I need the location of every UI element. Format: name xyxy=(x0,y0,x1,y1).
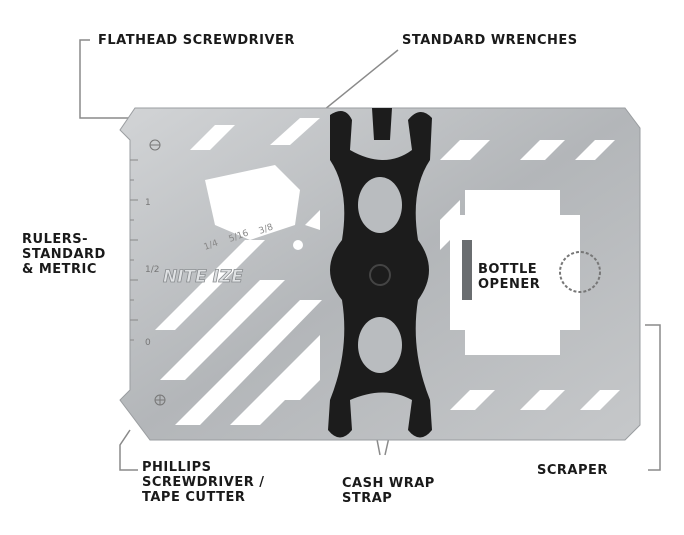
label-phillips-line1: PHILLIPS xyxy=(142,460,212,475)
label-rulers-line3: & METRIC xyxy=(22,262,97,277)
label-bottle-line1: BOTTLE xyxy=(478,262,538,277)
ruler-mark-0: 0 xyxy=(145,338,151,348)
label-cash-line2: STRAP xyxy=(342,491,393,506)
ruler-mark-half: 1/2 xyxy=(145,265,159,275)
label-phillips-screwdriver: PHILLIPS SCREWDRIVER / TAPE CUTTER xyxy=(142,460,265,505)
ruler-mark-1: 1 xyxy=(145,198,151,208)
ruler-ticks xyxy=(130,159,138,341)
bottle-opener-gear-icon xyxy=(559,251,601,293)
cash-wrap-strap xyxy=(328,108,432,438)
strap-openings xyxy=(358,177,402,373)
label-rulers-line2: STANDARD xyxy=(22,247,106,262)
wrench-size-3: 3/8 xyxy=(258,222,275,236)
label-cash-wrap-strap: CASH WRAP STRAP xyxy=(342,476,435,506)
card-cutouts xyxy=(155,118,620,425)
label-flathead-screwdriver: FLATHEAD SCREWDRIVER xyxy=(98,33,295,48)
label-bottle-line2: OPENER xyxy=(478,277,541,292)
label-rulers: RULERS- STANDARD & METRIC xyxy=(22,232,106,277)
label-phillips-line3: TAPE CUTTER xyxy=(142,490,246,505)
label-rulers-line1: RULERS- xyxy=(22,232,88,247)
nite-ize-emblem-icon xyxy=(369,264,391,286)
label-bottle-opener: BOTTLE OPENER xyxy=(478,262,540,292)
label-standard-wrenches: STANDARD WRENCHES xyxy=(402,33,578,48)
wrench-size-1: 1/4 xyxy=(203,238,220,252)
nite-ize-logo: NITE IZE xyxy=(163,267,243,287)
label-phillips-line2: SCREWDRIVER / xyxy=(142,475,265,490)
label-scraper: SCRAPER xyxy=(537,463,608,478)
scraper-tab xyxy=(462,240,472,300)
label-cash-line1: CASH WRAP xyxy=(342,476,435,491)
